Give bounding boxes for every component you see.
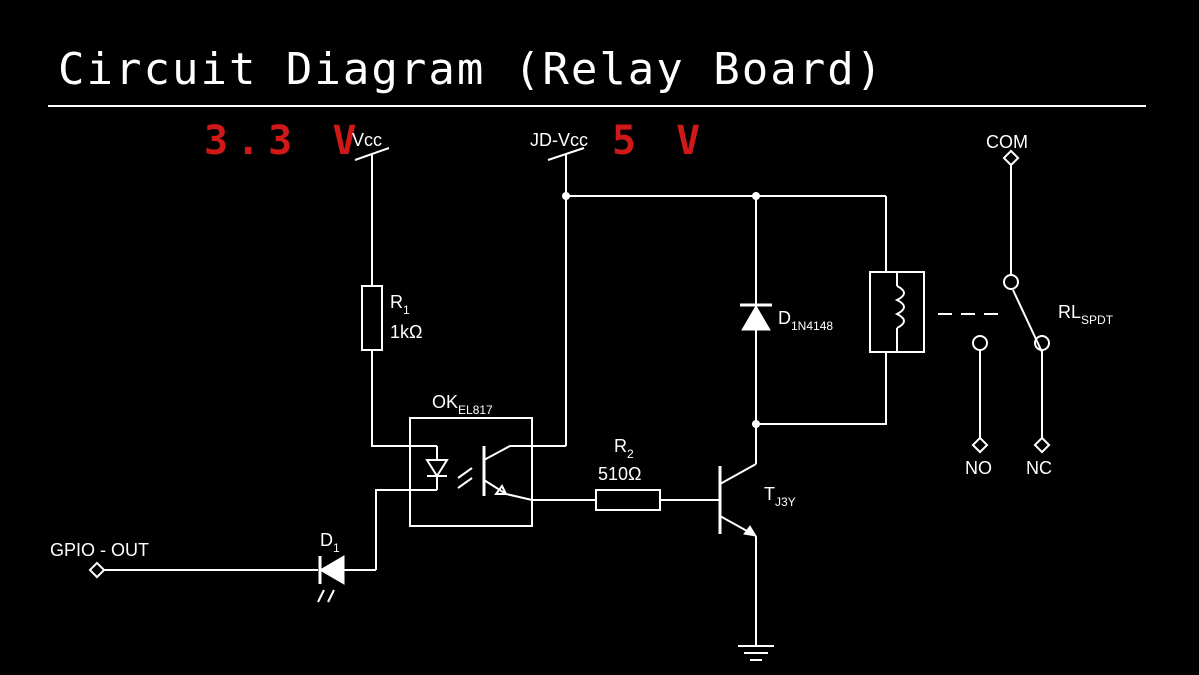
relay-type: SPDT [1081,313,1114,327]
gpio-input: GPIO - OUT [50,540,318,579]
logic-voltage-label: 3.3 V [204,118,364,164]
svg-text:TJ3Y: TJ3Y [764,484,796,509]
r1-index: 1 [403,303,410,317]
flyback-diode-name: D [778,308,791,328]
light-arrow-icon [327,589,335,603]
gpio-terminal-icon [88,561,106,579]
opto-to-r2-wire [505,493,596,501]
opto-led-icon [425,459,449,478]
d1-led-icon [319,555,345,585]
light-arrow-icon [457,467,473,479]
transistor-emitter-arrow-icon [743,525,757,537]
flyback-diode: D1N4148 [740,303,833,333]
resistor-r1: R1 1kΩ [361,285,425,447]
d1-name: D [320,530,333,550]
relay-switch: COM NO NC RLSPDT [965,132,1114,478]
page-title: Circuit Diagram (Relay Board) [58,44,884,95]
no-label: NO [965,458,992,478]
emitter-arrow-icon [494,484,508,495]
transistor-t: TJ3Y [718,196,796,646]
relay-name: RL [1058,302,1081,322]
svg-text:R1: R1 [390,292,410,317]
r1-value: 1kΩ [390,322,422,342]
nc-terminal-icon [1033,436,1051,454]
switch-blade [1012,289,1043,353]
jd-vcc-supply: JD-Vcc [530,130,886,447]
junction-dot [562,192,570,200]
flyback-diode-icon [741,305,771,331]
coil-to-collector-wire [756,352,887,425]
optocoupler-model: EL817 [458,403,493,417]
transistor-name: T [764,484,775,504]
svg-text:D1N4148: D1N4148 [778,308,833,333]
relay-voltage-label: 5 V [612,118,708,164]
optocoupler-body [409,417,533,527]
svg-text:OKEL817: OKEL817 [432,392,493,417]
r2-value: 510Ω [598,464,642,484]
vcc-supply: Vcc [352,130,390,286]
svg-text:RLSPDT: RLSPDT [1058,302,1114,327]
relay-coil [756,196,1004,425]
ground-icon [738,645,774,661]
flyback-diode-model: 1N4148 [791,319,833,333]
r2-index: 2 [627,447,634,461]
d1-index: 1 [333,541,340,555]
no-terminal-icon [971,436,989,454]
resistor-r2: R2 510Ω [595,436,720,511]
vcc-label: Vcc [352,130,382,150]
coil-winding-icon [894,285,905,329]
opto-led-to-d1-wire [375,489,437,570]
svg-text:D1: D1 [320,530,340,555]
no-contact [972,335,988,351]
optocoupler-ok: OKEL817 [375,392,596,570]
r2-name: R [614,436,627,456]
light-arrow-icon [457,477,473,489]
transistor-model: J3Y [775,495,796,509]
led-d1: D1 [317,530,376,603]
com-label: COM [986,132,1028,152]
r2-body [595,489,661,511]
jd-vcc-label: JD-Vcc [530,130,588,150]
r1-body [361,285,383,351]
r1-name: R [390,292,403,312]
svg-text:R2: R2 [614,436,634,461]
com-terminal-icon [1002,149,1020,167]
light-arrow-icon [317,589,325,603]
optocoupler-name: OK [432,392,458,412]
r1-to-led-wire [371,350,425,447]
com-contact [1003,274,1019,290]
nc-label: NC [1026,458,1052,478]
gpio-label: GPIO - OUT [50,540,149,560]
